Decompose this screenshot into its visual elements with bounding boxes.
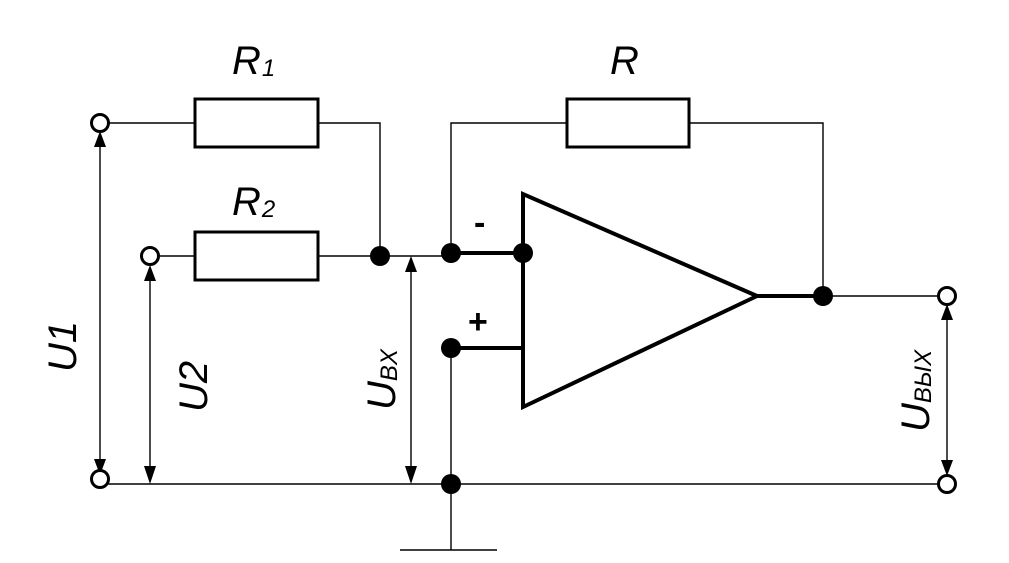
arrow-u2-head-top [144,265,156,281]
terminal-output-bottom [937,474,957,494]
label-uin: UBX [360,348,404,410]
arrow-u1-head-top [94,131,106,147]
label-r2: R2 [232,180,275,224]
wire-feedback-right [689,122,824,296]
arrow-uin-head-top [405,256,417,272]
opamp-triangle [521,190,762,411]
arrow-u2-head-bottom [144,466,156,484]
junctions [370,243,833,494]
label-u1: U1 [41,321,85,372]
resistor-r-feedback [565,97,691,149]
label-plus: + [468,303,488,341]
label-minus: - [474,204,485,242]
arrow-uout-head-bottom [941,460,953,476]
wire-feedback-left [450,122,567,256]
junction-inverting-pin [513,243,533,263]
wire-r1-to-junction [318,122,381,256]
labels: R1 R2 R - + U1 U2 UBX UBЫX [41,39,938,432]
junction-sum [370,246,390,266]
label-r-feedback: R [610,39,639,83]
label-r1: R1 [232,39,275,83]
resistor-r1 [193,97,320,149]
junction-noninverting [441,338,461,358]
junction-output [813,286,833,306]
terminals [90,113,957,494]
terminal-output-top [937,286,957,306]
terminal-u1-bottom [90,469,110,489]
label-uout: UBЫX [894,349,938,432]
resistor-r2 [193,230,320,282]
wires [100,122,947,551]
arrow-uin-head-bottom [405,466,417,484]
terminal-u2-top [140,246,160,266]
terminal-u1-top [90,113,110,133]
junction-inverting [441,243,461,263]
arrow-u1-head-bottom [94,459,106,475]
voltage-arrows [94,131,953,484]
arrow-uout-head-top [941,304,953,320]
label-u2: U2 [172,361,216,412]
opamp-leads [451,251,823,350]
junction-ground [441,474,461,494]
